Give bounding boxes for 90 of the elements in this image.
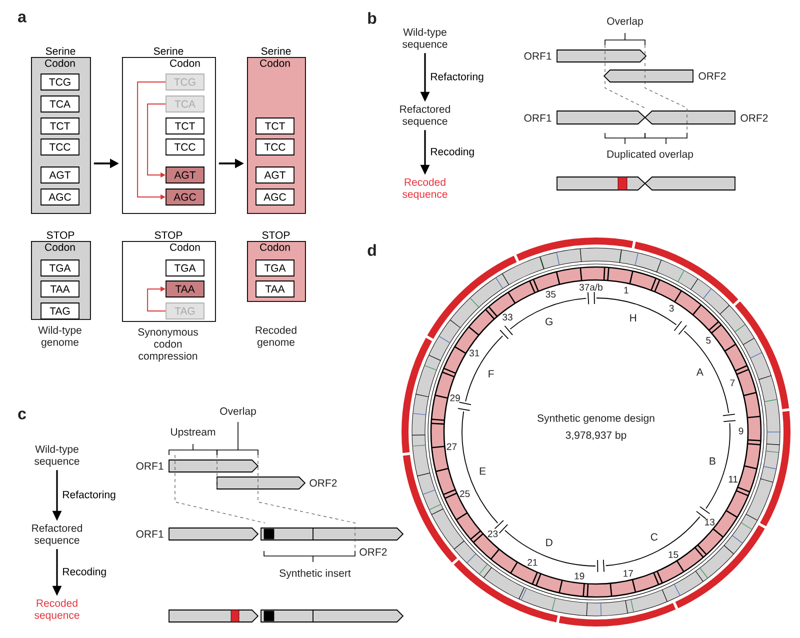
gene-label: ORF1 bbox=[136, 530, 164, 538]
codon-box: TGA bbox=[166, 260, 204, 276]
codon-box: TGA bbox=[256, 260, 294, 276]
panel-letter: b bbox=[368, 12, 376, 24]
bracket-label: Duplicated overlap bbox=[607, 150, 694, 160]
segment-number: 29 bbox=[450, 394, 460, 402]
segment-number: 17 bbox=[624, 570, 633, 577]
segment-number: 25 bbox=[460, 490, 470, 498]
column-heading: STOP bbox=[262, 231, 290, 239]
section-letter: G bbox=[546, 318, 552, 326]
section-letter: E bbox=[480, 467, 486, 475]
panel-letter: c bbox=[18, 410, 26, 420]
column-heading: Serine bbox=[154, 47, 184, 55]
codon-box: AGC bbox=[40, 188, 80, 206]
codon-box: TGA bbox=[40, 260, 80, 276]
segment-number: 33 bbox=[502, 314, 512, 320]
codon-box: TCC bbox=[256, 138, 294, 156]
column-caption: Recoded genome bbox=[256, 326, 296, 348]
bracket-label: Overlap bbox=[220, 407, 256, 417]
codon-box: AGT bbox=[40, 166, 80, 184]
codon-box: AGC bbox=[166, 188, 204, 206]
codon-box: TAA bbox=[166, 280, 204, 298]
step-label: Recoded sequence bbox=[402, 178, 448, 200]
segment-number: 9 bbox=[738, 428, 744, 434]
edge-label: Refactoring bbox=[61, 490, 117, 502]
codon-box: AGC bbox=[256, 188, 294, 206]
segment-number: 19 bbox=[574, 572, 584, 580]
gene-label: ORF2 bbox=[310, 479, 337, 487]
segment-number: 7 bbox=[730, 380, 735, 386]
gene-label: ORF1 bbox=[136, 462, 164, 470]
segment-number: 15 bbox=[668, 551, 678, 558]
edge-label: Recoding bbox=[61, 566, 108, 578]
edge-label: Recoding bbox=[429, 146, 476, 158]
column-heading: Serine bbox=[46, 47, 76, 55]
genome-title: Synthetic genome design bbox=[538, 414, 654, 424]
edge-label: Refactoring bbox=[429, 72, 485, 84]
step-label: Refactored sequence bbox=[400, 105, 450, 127]
panel-letter: a bbox=[18, 14, 27, 22]
step-label: Wild-type sequence bbox=[34, 445, 80, 467]
codon-box: TCT bbox=[40, 118, 80, 134]
column-heading: STOP bbox=[46, 231, 74, 239]
segment-number: 13 bbox=[705, 518, 714, 526]
bracket-label: Synthetic insert bbox=[280, 569, 351, 579]
segment-number: 35 bbox=[546, 290, 556, 298]
segment-number: 21 bbox=[528, 559, 538, 566]
segment-number: 3 bbox=[669, 304, 674, 312]
codon-box: TCC bbox=[40, 138, 80, 156]
genome-size: 3,978,937 bp bbox=[566, 431, 626, 441]
segment-number: 27 bbox=[446, 443, 457, 450]
bracket-label: Upstream bbox=[171, 428, 216, 438]
codon-box: TCG bbox=[40, 74, 80, 90]
segment-number: 23 bbox=[488, 530, 498, 538]
codon-box: TCG bbox=[166, 74, 204, 90]
segment-number: 11 bbox=[728, 476, 738, 482]
segment-number: 5 bbox=[706, 337, 711, 344]
column-caption: Wild-type genome bbox=[38, 326, 82, 348]
column-heading: STOP bbox=[154, 231, 182, 239]
bracket-label: Overlap bbox=[607, 17, 643, 27]
step-label: Refactored sequence bbox=[32, 524, 82, 546]
step-label: Recoded sequence bbox=[34, 599, 80, 621]
gene-label: ORF1 bbox=[524, 114, 552, 122]
section-letter: B bbox=[710, 457, 716, 465]
segment-number: 31 bbox=[469, 350, 480, 356]
gene-label: ORF2 bbox=[698, 72, 726, 80]
codon-box: AGT bbox=[166, 166, 204, 184]
section-letter: D bbox=[546, 538, 552, 546]
codon-box: TCC bbox=[166, 138, 204, 156]
section-letter: C bbox=[650, 533, 658, 541]
codon-box: TCT bbox=[166, 118, 204, 134]
section-letter: F bbox=[488, 370, 494, 378]
column-heading: Serine bbox=[261, 47, 291, 55]
codon-box: TAA bbox=[256, 280, 294, 298]
step-label: Wild-type sequence bbox=[402, 28, 448, 50]
codon-box: TAA bbox=[40, 280, 80, 298]
codon-box: TCT bbox=[256, 118, 294, 134]
segment-number: 37a/b bbox=[579, 284, 602, 291]
codon-box: TAG bbox=[40, 302, 80, 320]
codon-box: TCA bbox=[40, 96, 80, 112]
codon-box: TCA bbox=[166, 96, 204, 112]
gene-label: ORF1 bbox=[524, 52, 552, 60]
codon-box: TAG bbox=[166, 302, 204, 320]
arrow bbox=[147, 286, 166, 312]
gene-label: ORF2 bbox=[360, 548, 387, 556]
section-letter: H bbox=[630, 314, 636, 322]
codon-box: AGT bbox=[256, 166, 294, 184]
segment-number: 1 bbox=[624, 286, 628, 294]
panel-letter: d bbox=[368, 244, 376, 256]
column-caption: Synonymous codon compression bbox=[138, 328, 198, 362]
gene-label: ORF2 bbox=[740, 114, 768, 122]
section-letter: A bbox=[696, 368, 704, 376]
